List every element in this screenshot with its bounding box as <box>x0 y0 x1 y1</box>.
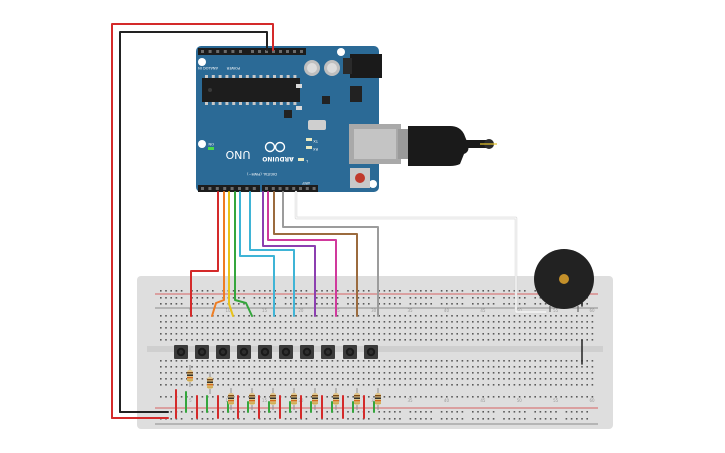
reset-button-cap[interactable] <box>355 173 365 183</box>
usb-plug <box>408 126 469 166</box>
wire-pin-red[interactable] <box>190 191 219 317</box>
l-silk-label: L <box>306 159 308 163</box>
svg-text:55: 55 <box>553 308 559 313</box>
digital-silk-label: DIGITAL (PWM~) <box>246 172 276 176</box>
mount-hole <box>198 140 206 148</box>
svg-text:35: 35 <box>408 398 414 403</box>
l-led <box>298 158 304 161</box>
svg-text:30: 30 <box>371 308 377 313</box>
atmega-chip <box>202 78 300 102</box>
chip-pins <box>205 75 297 105</box>
wire-pin-brown[interactable] <box>273 191 358 317</box>
pushbutton-row <box>174 345 378 359</box>
aref-silk-label: AREF <box>302 181 310 185</box>
svg-text:40: 40 <box>444 398 450 403</box>
usb-cable[interactable] <box>398 126 497 166</box>
svg-text:35: 35 <box>408 308 414 313</box>
arduino-brand-text: ARDUINO <box>262 155 293 162</box>
resistor-4[interactable] <box>249 388 255 410</box>
svg-text:30: 30 <box>371 398 377 403</box>
rx-led <box>306 146 312 149</box>
digital-header <box>198 185 318 192</box>
piezo-buzzer[interactable] <box>534 249 594 312</box>
pushbutton-2[interactable] <box>195 345 209 359</box>
resistor-2[interactable] <box>207 372 213 394</box>
pushbutton-3[interactable] <box>216 345 230 359</box>
resistor-9[interactable] <box>354 388 360 410</box>
wire-gnd-black[interactable] <box>119 31 268 413</box>
svg-text:15: 15 <box>262 308 268 313</box>
rx-silk-label: RX <box>313 147 318 151</box>
small-ic <box>322 96 330 104</box>
tx-led <box>306 138 312 141</box>
wire-pin-yellow[interactable] <box>228 191 234 317</box>
wire-pin-lightblue[interactable] <box>239 191 275 317</box>
mount-hole <box>198 58 206 66</box>
svg-text:20: 20 <box>298 308 304 313</box>
voltage-regulator <box>350 86 362 102</box>
resistor-10[interactable] <box>375 388 381 410</box>
resistor-7[interactable] <box>312 388 318 410</box>
tx-silk-label: TX <box>313 139 319 143</box>
wires <box>111 23 583 419</box>
pushbutton-10[interactable] <box>364 345 378 359</box>
pushbutton-5[interactable] <box>258 345 272 359</box>
svg-text:50: 50 <box>517 398 523 403</box>
svg-text:10: 10 <box>226 308 232 313</box>
chip-notch <box>208 88 212 92</box>
arduino-uno-board[interactable]: POWER ANALOG IN ARDUINO UNO DIGITAL (PWM… <box>196 46 401 192</box>
power-jack <box>350 54 382 78</box>
crystal <box>308 120 326 130</box>
pushbutton-9[interactable] <box>343 345 357 359</box>
resistor-row <box>187 365 381 410</box>
resistor-1[interactable] <box>187 365 193 387</box>
mount-hole <box>337 48 345 56</box>
svg-text:15: 15 <box>262 398 268 403</box>
on-led <box>208 147 214 150</box>
wire-pin-green[interactable] <box>234 191 253 317</box>
resistor-8[interactable] <box>333 388 339 410</box>
pushbutton-8[interactable] <box>321 345 335 359</box>
wire-pin-purple[interactable] <box>262 191 316 317</box>
wire-buzzer-white[interactable] <box>295 191 547 313</box>
on-silk-label: ON <box>208 142 214 146</box>
analog-power-header <box>198 48 306 55</box>
pushbutton-7[interactable] <box>300 345 314 359</box>
buzzer-center <box>559 274 569 284</box>
svg-text:5: 5 <box>189 398 192 403</box>
pushbutton-4[interactable] <box>237 345 251 359</box>
svg-text:25: 25 <box>335 308 341 313</box>
wire-pin-orange[interactable] <box>211 191 225 317</box>
pushbutton-1[interactable] <box>174 345 188 359</box>
power-silk-label: POWER <box>226 66 240 70</box>
svg-text:60: 60 <box>590 398 596 403</box>
wire-pin-gray[interactable] <box>282 191 379 317</box>
usb-cable-strain <box>466 140 488 148</box>
svg-text:40: 40 <box>444 308 450 313</box>
wire-pin-magenta[interactable] <box>267 191 337 317</box>
resistor-5[interactable] <box>270 388 276 410</box>
resistor-3[interactable] <box>228 388 234 410</box>
svg-text:45: 45 <box>480 398 486 403</box>
mount-hole <box>369 180 377 188</box>
uno-model-text: UNO <box>225 148 250 161</box>
resistor-6[interactable] <box>291 388 297 410</box>
wire-pin-cyan[interactable] <box>249 191 295 317</box>
pushbutton-6[interactable] <box>279 345 293 359</box>
wire-5v-red[interactable] <box>111 23 274 419</box>
arduino-logo-icon <box>264 141 286 153</box>
svg-text:45: 45 <box>480 308 486 313</box>
svg-text:50: 50 <box>517 308 523 313</box>
svg-text:60: 60 <box>590 308 596 313</box>
svg-text:55: 55 <box>553 398 559 403</box>
analog-silk-label: ANALOG IN <box>198 66 218 70</box>
